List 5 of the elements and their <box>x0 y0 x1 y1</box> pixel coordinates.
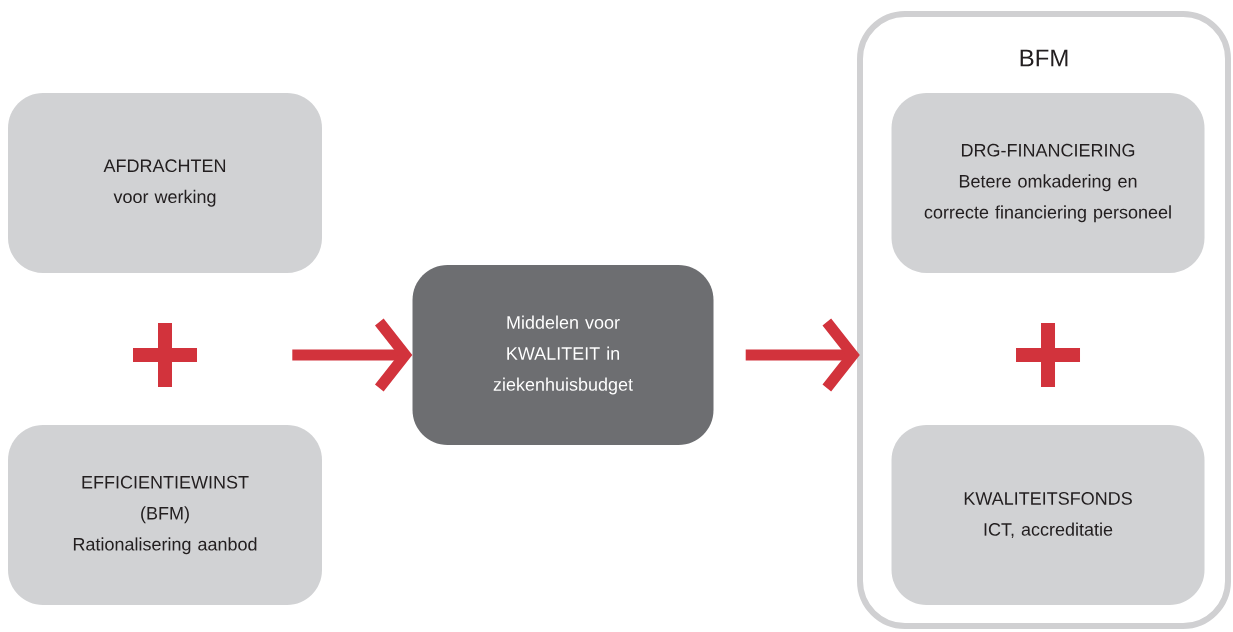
rounded-box: DRG-FINANCIERING Betere omkadering en correcte financiering personeel <box>891 93 1205 273</box>
rounded-box: KWALITEITSFONDS ICT, accreditatie <box>891 425 1205 605</box>
rounded-box: EFFICIENTIEWINST (BFM) Rationalisering aanbod <box>8 425 322 605</box>
rounded-box: AFDRACHTEN voor werking <box>8 93 322 273</box>
rounded-box: Middelen voor KWALITEIT in ziekenhuisbudget <box>412 265 714 445</box>
